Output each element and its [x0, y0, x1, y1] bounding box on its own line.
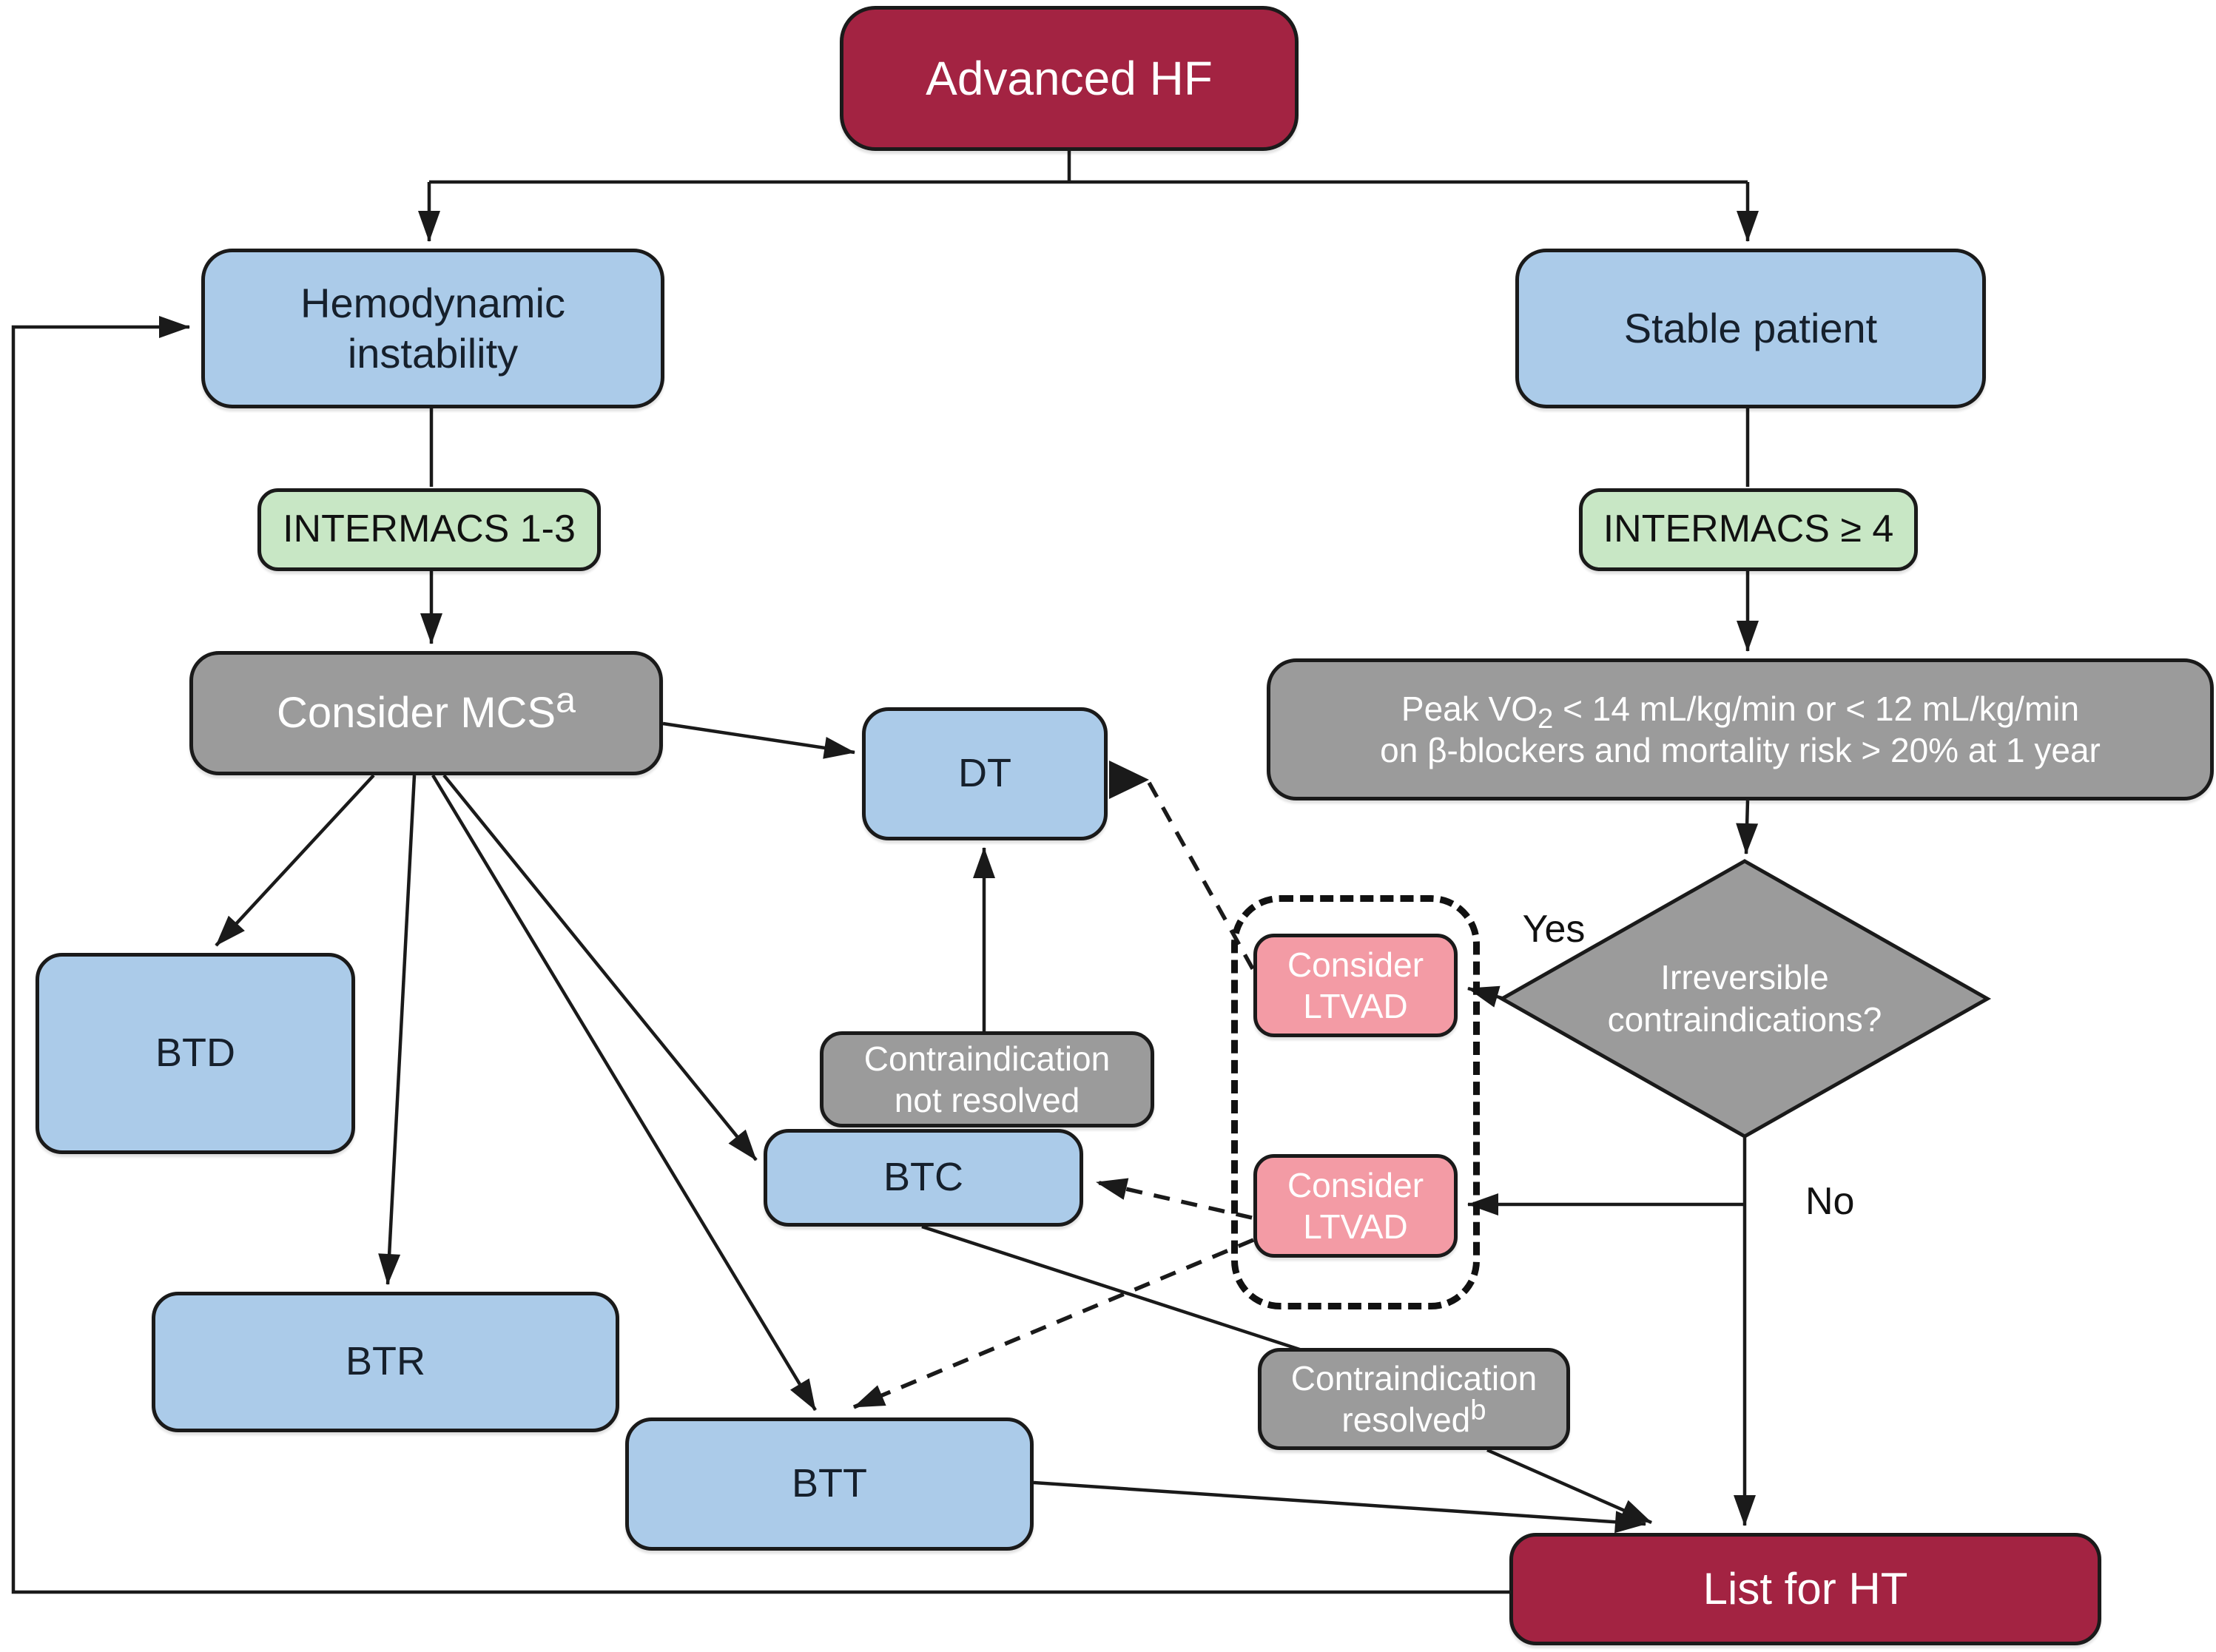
node-contraindication-not-resolved: Contraindication not resolved	[820, 1031, 1154, 1127]
edge-mcs-dt	[662, 721, 855, 759]
peak-vo2-prefix: Peak VO	[1401, 689, 1538, 728]
consider-mcs-label: Consider MCSa	[276, 682, 576, 740]
stable-label: Stable patient	[1623, 304, 1878, 351]
peak-vo2-line1: Peak VO2 < 14 mL/kg/min or < 12 mL/kg/mi…	[1401, 688, 2080, 733]
dt-label: DT	[958, 751, 1011, 796]
edge-label-no: No	[1805, 1180, 1855, 1223]
node-consider-mcs: Consider MCSa	[189, 651, 663, 775]
node-peak-vo2-criteria: Peak VO2 < 14 mL/kg/min or < 12 mL/kg/mi…	[1267, 658, 2214, 800]
diamond-line2: contraindications?	[1607, 1000, 1882, 1039]
ltvad1-line2: LTVAD	[1303, 987, 1408, 1025]
peak-vo2-line2: on β-blockers and mortality risk > 20% a…	[1380, 731, 2101, 769]
diamond-line1: Irreversible	[1660, 957, 1829, 997]
edge-btt-listht	[1033, 1480, 1646, 1534]
diamond-question-label: Irreversible contraindications?	[1502, 861, 1987, 1136]
node-stable-patient: Stable patient	[1515, 249, 1986, 408]
contra-resolved-line1: Contraindication	[1290, 1358, 1538, 1398]
contra-resolved-line2: resolvedb	[1341, 1396, 1486, 1440]
node-dt: DT	[862, 707, 1108, 840]
node-btc: BTC	[764, 1129, 1083, 1227]
dt-ltvad-arrowhead	[1109, 761, 1149, 799]
edge-mcs-btc	[442, 774, 758, 1162]
consider-mcs-footnote-a: a	[556, 680, 576, 721]
contra-not-resolved-line2: not resolved	[894, 1081, 1080, 1119]
edge-btc-contraresolved	[921, 1224, 1314, 1356]
intermacs4-label: INTERMACS ≥ 4	[1603, 508, 1894, 551]
edge-dashed-dt-ltvad1	[1147, 781, 1260, 980]
node-btt: BTT	[625, 1417, 1034, 1551]
edge-mcs-btd	[215, 774, 375, 947]
edge-label-yes: Yes	[1522, 908, 1586, 951]
node-contraindication-resolved: Contraindication resolvedb	[1258, 1348, 1570, 1450]
ltvad-dashed-group	[1231, 895, 1480, 1309]
node-consider-ltvad-top: Consider LTVAD	[1253, 934, 1458, 1037]
contra-resolved-footnote-b: b	[1470, 1394, 1486, 1426]
intermacs13-label: INTERMACS 1-3	[283, 508, 576, 551]
ltvad1-line1: Consider	[1287, 945, 1424, 984]
contra-not-resolved-line1: Contraindication	[863, 1039, 1111, 1078]
btd-label: BTD	[155, 1031, 235, 1076]
node-intermacs-1-3: INTERMACS 1-3	[257, 488, 601, 571]
edge-dashed-ltvad2-btt	[852, 1238, 1255, 1409]
ltvad2-line1: Consider	[1287, 1165, 1424, 1204]
node-btd: BTD	[36, 953, 355, 1154]
edge-peakvo2-diamond	[1736, 800, 1759, 854]
contra-resolved-text: resolved	[1341, 1400, 1471, 1439]
hemodynamic-line1: Hemodynamic	[300, 279, 565, 326]
node-intermacs-ge-4: INTERMACS ≥ 4	[1579, 488, 1918, 571]
node-btr: BTR	[152, 1292, 619, 1432]
node-advanced-hf-label: Advanced HF	[926, 51, 1213, 105]
btt-label: BTT	[792, 1461, 867, 1506]
btr-label: BTR	[346, 1339, 425, 1384]
btc-label: BTC	[883, 1155, 963, 1200]
peak-vo2-rest: < 14 mL/kg/min or < 12 mL/kg/min	[1553, 689, 2080, 728]
hemodynamic-line2: instability	[347, 330, 519, 377]
edge-mcs-btt	[431, 774, 817, 1412]
edge-listht-feedback-hemodynamic	[11, 316, 1509, 1594]
node-hemodynamic-instability: Hemodynamic instability	[201, 249, 664, 408]
node-list-for-ht: List for HT	[1509, 1533, 2101, 1645]
edge-dashed-ltvad2-btc	[1096, 1178, 1253, 1220]
decision-diamond	[1498, 859, 1992, 1139]
list-ht-label: List for HT	[1703, 1564, 1908, 1614]
peak-vo2-subscript: 2	[1538, 703, 1554, 735]
node-consider-ltvad-bottom: Consider LTVAD	[1253, 1154, 1458, 1258]
edge-mcs-btr	[378, 775, 417, 1285]
ltvad2-line2: LTVAD	[1303, 1207, 1408, 1246]
edge-contraresolved-listht	[1486, 1448, 1652, 1525]
consider-mcs-text: Consider MCS	[276, 688, 556, 737]
node-advanced-hf: Advanced HF	[840, 6, 1299, 151]
